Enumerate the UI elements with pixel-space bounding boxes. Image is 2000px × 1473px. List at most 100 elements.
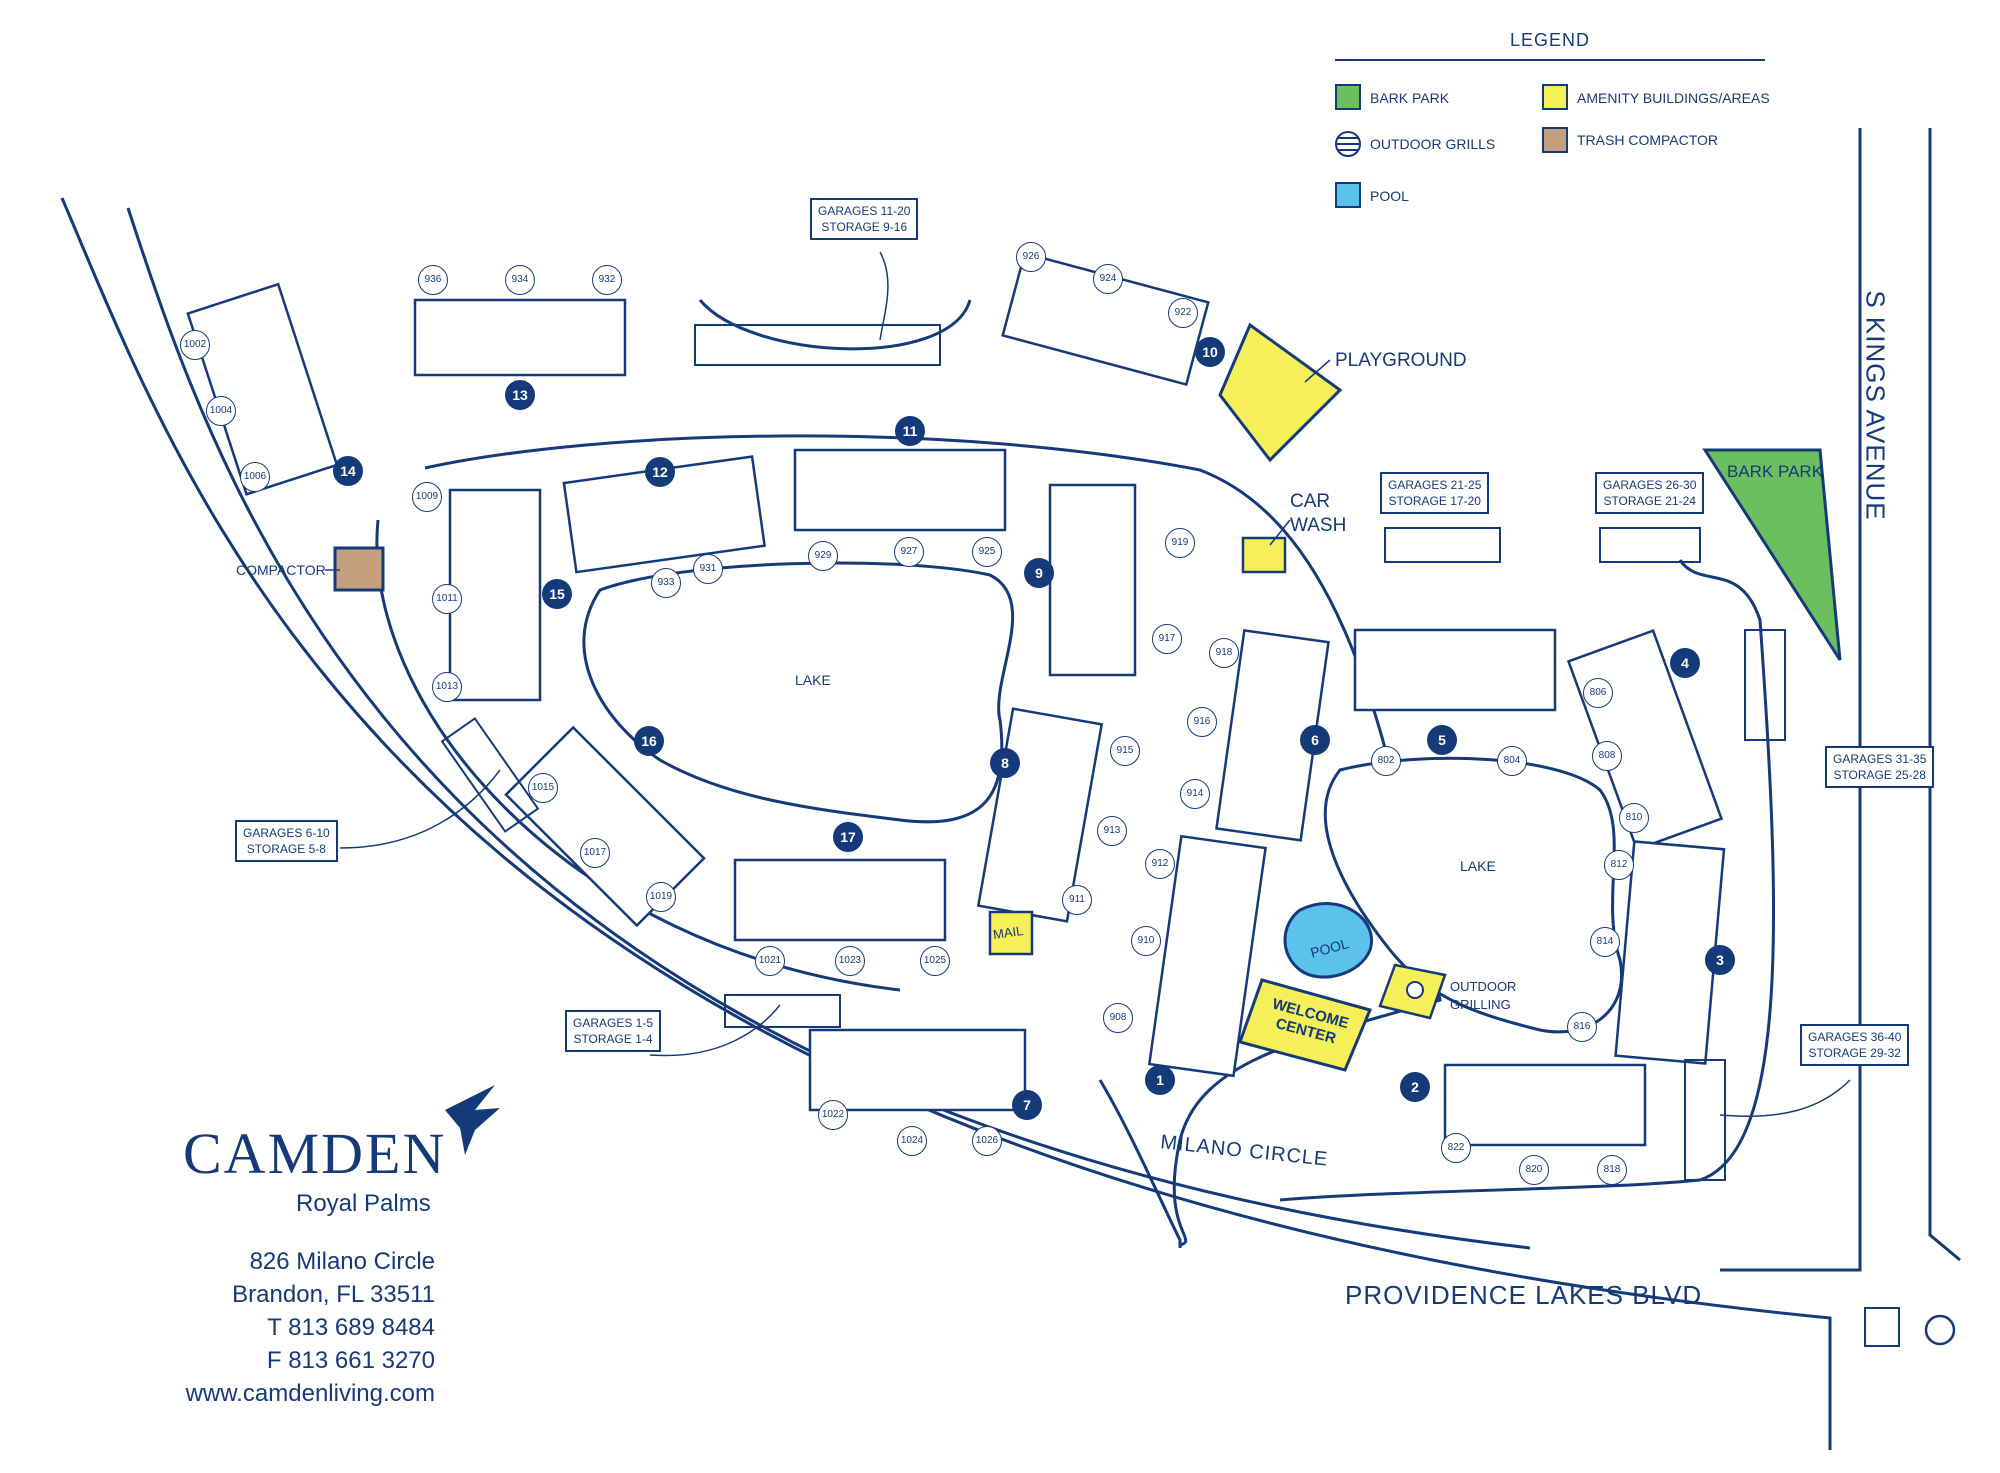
label-compactor: COMPACTOR (236, 562, 326, 578)
address-marker: 810 (1619, 803, 1649, 833)
address-marker: 1002 (180, 330, 210, 360)
property-address-line1: 826 Milano Circle (249, 1248, 435, 1275)
building-marker: 6 (1300, 725, 1330, 755)
property-name: Royal Palms (296, 1190, 431, 1217)
green-swatch (1335, 84, 1361, 110)
address-marker: 918 (1209, 638, 1239, 668)
building-marker: 15 (542, 579, 572, 609)
compactor-box (333, 546, 385, 592)
address-marker: 919 (1165, 528, 1195, 558)
grill-icon (1406, 981, 1424, 999)
building-block-17 (733, 858, 947, 942)
label-lake-west: LAKE (795, 672, 831, 688)
address-marker: 914 (1180, 779, 1210, 809)
address-marker: 913 (1097, 816, 1127, 846)
grill-icon (1335, 131, 1361, 157)
building-marker: 2 (1400, 1072, 1430, 1102)
building-marker: 13 (505, 380, 535, 410)
address-marker: 934 (505, 265, 535, 295)
hummingbird-logo (445, 1085, 500, 1155)
south-loop-road (1279, 559, 1776, 1202)
building-marker: 14 (333, 456, 363, 486)
building-marker: 4 (1670, 648, 1700, 678)
legend-pool: POOL (1370, 188, 1409, 204)
garage-row-6-10 (440, 717, 540, 833)
address-marker: 1024 (897, 1126, 927, 1156)
building-block-14 (186, 282, 339, 496)
address-marker: 1013 (432, 672, 462, 702)
blue-swatch (1335, 182, 1361, 208)
garage-row-11-20 (694, 324, 941, 366)
camden-logo-wordmark: CAMDEN (183, 1121, 447, 1186)
building-block-9 (1048, 483, 1137, 677)
street-kings-avenue: S KINGS AVENUE (1860, 290, 1891, 521)
building-marker: 16 (634, 726, 664, 756)
address-marker: 912 (1145, 849, 1175, 879)
label-outdoor-grilling: OUTDOOR GRILLING (1450, 979, 1517, 1012)
outer-road-inner (60, 197, 1832, 1450)
milano-road (1098, 1079, 1182, 1248)
address-marker: 1023 (835, 946, 865, 976)
address-marker: 802 (1371, 746, 1401, 776)
address-marker: 814 (1590, 927, 1620, 957)
playground-area (1218, 322, 1343, 463)
legend-amenity: AMENITY BUILDINGS/AREAS (1577, 90, 1770, 106)
leader-garages-36-40 (1719, 1079, 1851, 1117)
building-marker: 12 (645, 457, 675, 487)
property-website-link[interactable]: www.camdenliving.com (185, 1380, 435, 1407)
building-marker: 17 (833, 822, 863, 852)
address-marker: 1025 (920, 946, 950, 976)
address-marker: 927 (894, 537, 924, 567)
leader-playground (1304, 359, 1331, 383)
address-marker: 1026 (972, 1126, 1002, 1156)
building-block-7 (808, 1028, 1027, 1112)
address-marker: 932 (592, 265, 622, 295)
bark-park-area (1702, 448, 1842, 661)
garage-row-36-40 (1684, 1059, 1726, 1181)
building-marker: 3 (1705, 945, 1735, 975)
kings-avenue-east (1928, 128, 1961, 1262)
address-marker: 931 (693, 554, 723, 584)
building-block-1 (1147, 834, 1267, 1078)
address-marker: 917 (1152, 624, 1182, 654)
garage-row-1-5 (724, 994, 841, 1028)
equal-housing-icon (1864, 1307, 1900, 1347)
address-marker: 929 (808, 541, 838, 571)
address-marker: 816 (1567, 1012, 1597, 1042)
address-marker: 933 (651, 568, 681, 598)
building-marker: 10 (1195, 337, 1225, 367)
building-block-11 (793, 448, 1007, 532)
building-block-2 (1443, 1063, 1647, 1147)
leader-car-wash (1269, 519, 1291, 546)
pool-shape (1283, 902, 1373, 979)
address-marker: 1021 (755, 946, 785, 976)
leader-garages-6-10 (339, 769, 501, 849)
legend-bark-park: BARK PARK (1370, 90, 1450, 106)
label-bark-park: BARK PARK (1727, 462, 1824, 481)
legend-trash-compactor: TRASH COMPACTOR (1577, 132, 1719, 148)
building-block-15 (448, 488, 542, 702)
property-fax: F 813 661 3270 (266, 1347, 435, 1374)
address-marker: 1004 (206, 396, 236, 426)
leader-garages-11-20 (879, 251, 889, 341)
address-marker: 818 (1597, 1155, 1627, 1185)
address-marker: 916 (1187, 707, 1217, 737)
address-marker: 822 (1441, 1133, 1471, 1163)
address-marker: 1006 (240, 462, 270, 492)
building-marker: 1 (1145, 1065, 1175, 1095)
address-marker: 1011 (432, 584, 462, 614)
garage-row-26-30 (1599, 527, 1701, 563)
car-wash-box (1241, 536, 1287, 574)
address-marker: 1009 (412, 482, 442, 512)
yellow-swatch (1542, 84, 1568, 110)
property-phone: T 813 689 8484 (267, 1314, 435, 1341)
label-car-wash: CAR WASH (1290, 491, 1347, 536)
address-marker: 1022 (818, 1100, 848, 1130)
address-marker: 924 (1093, 264, 1123, 294)
legend-divider (1335, 59, 1765, 61)
